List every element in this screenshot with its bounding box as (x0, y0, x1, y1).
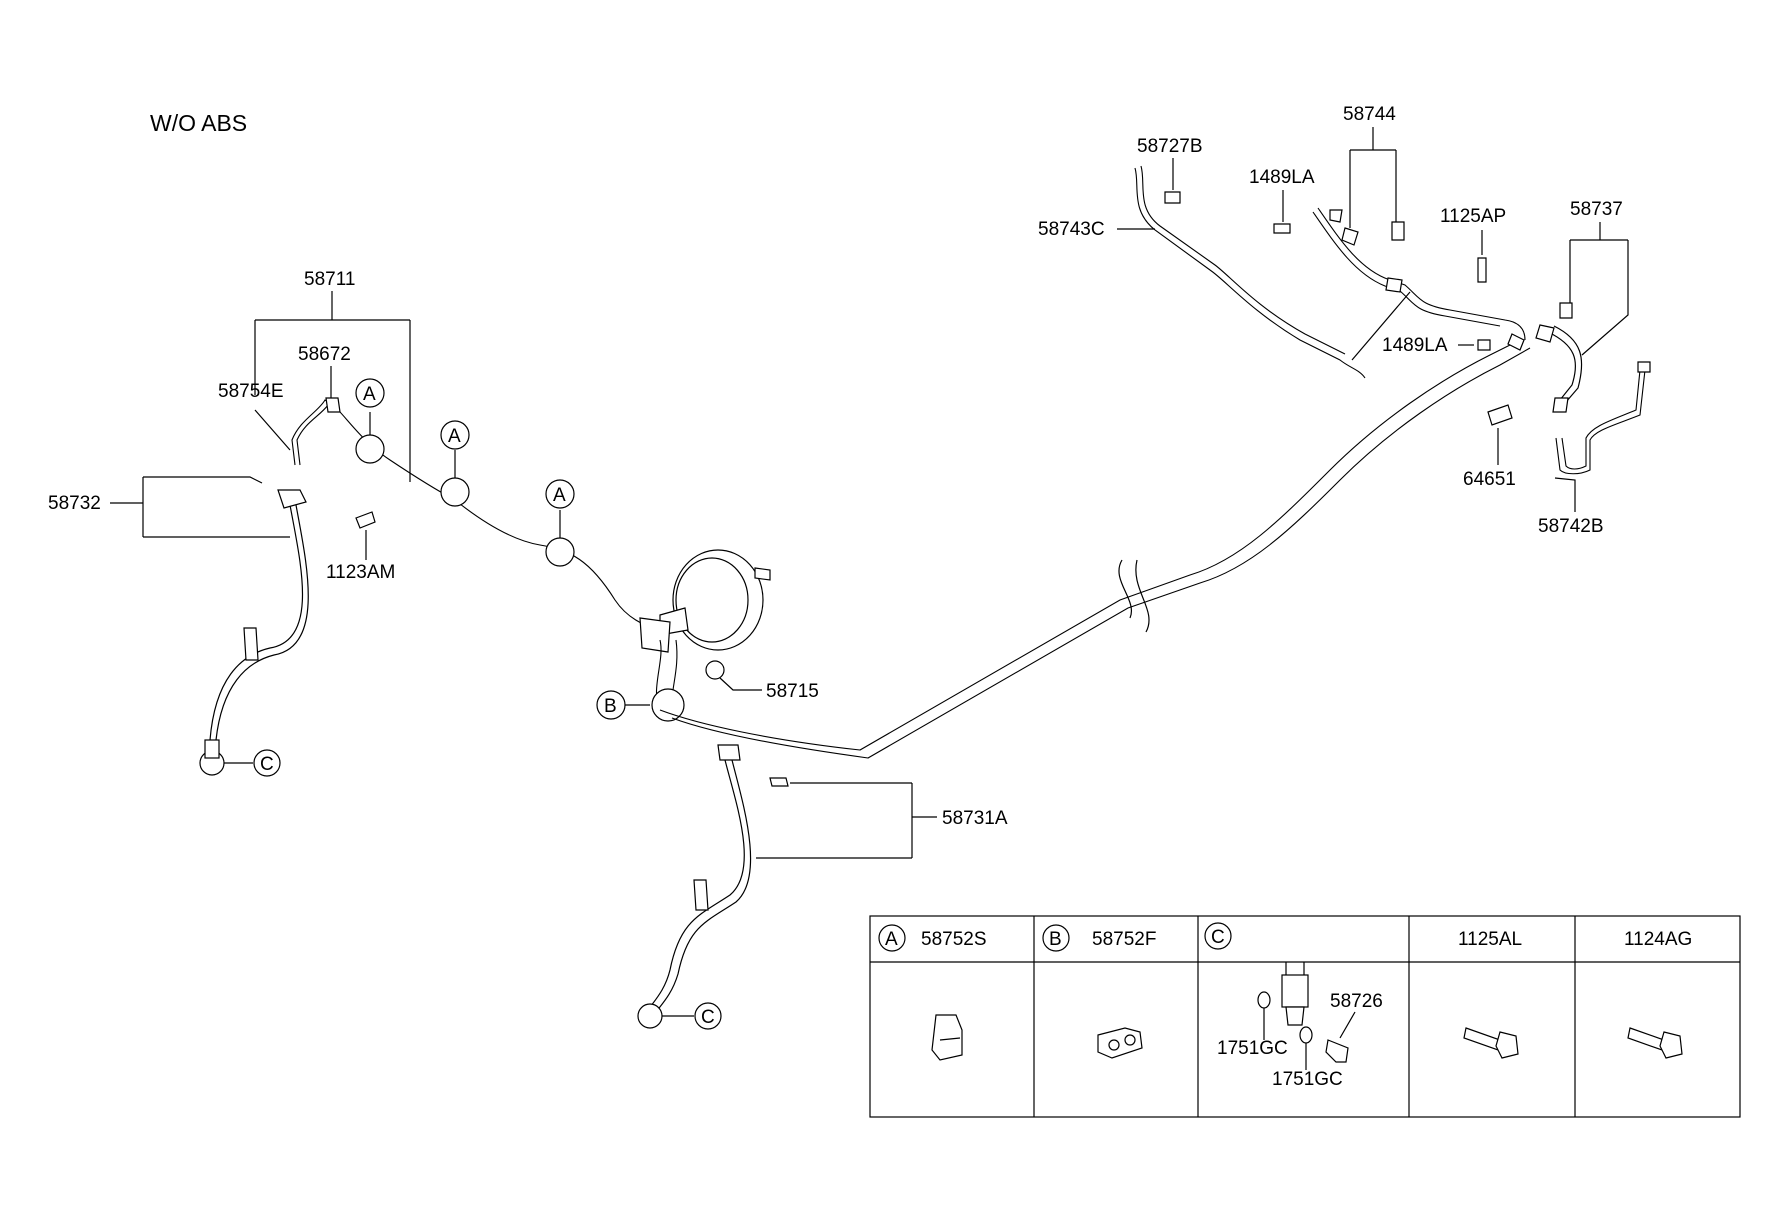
callout-58711: 58711 (254, 269, 411, 482)
label-58744: 58744 (1343, 104, 1396, 125)
label-58715: 58715 (766, 681, 819, 702)
callout-58754E: 58754E (218, 381, 291, 451)
label-58742B: 58742B (1538, 516, 1604, 537)
callout-58744: 58744 (1341, 104, 1405, 246)
bracket-64651-icon (1487, 404, 1513, 426)
hose-bracket-icon (717, 744, 741, 761)
main-rear-pipe (659, 333, 1531, 759)
bolt-1124AG-icon (1627, 1027, 1665, 1051)
clip-A-1-icon (355, 434, 385, 464)
callout-1489LA-mid: 1489LA (1382, 335, 1491, 356)
clip-58731A-icon (769, 777, 789, 787)
marker-C-label: C (260, 754, 274, 775)
clip-A-3-icon (545, 537, 575, 567)
hose-bracket-icon (277, 489, 307, 509)
hose-clip-icon (693, 879, 709, 911)
marker-C-right: C (662, 1002, 722, 1030)
callout-64651: 64651 (1463, 404, 1516, 490)
label-1125AP: 1125AP (1440, 206, 1506, 227)
label-58732: 58732 (48, 493, 101, 514)
bolt-58726-icon (1325, 1039, 1349, 1063)
callout-58731A: 58731A (756, 782, 1008, 859)
label-64651: 64651 (1463, 469, 1516, 490)
label-58731A: 58731A (942, 808, 1008, 829)
legend-code-1124AG: 1124AG (1624, 929, 1692, 950)
legend-col-58752F: B 58752F (1042, 924, 1156, 1059)
rear-hose-fitting-icon (1535, 324, 1555, 343)
label-1123AM: 1123AM (326, 562, 395, 583)
legend-marker-A: A (885, 929, 898, 950)
label-1489LA-top: 1489LA (1249, 167, 1315, 188)
clip-58727B-icon (1164, 191, 1181, 204)
washer-1751GC-icon (1257, 991, 1271, 1009)
legend-1751GC-left: 1751GC (1217, 1038, 1288, 1059)
legend-code-58752S: 58752S (921, 929, 987, 950)
bolt-1123AM-icon (355, 511, 376, 529)
clip-58752F-icon (1097, 1027, 1143, 1059)
brake-booster (639, 549, 771, 711)
label-58737: 58737 (1570, 199, 1623, 220)
clip-58752S-icon (931, 1014, 963, 1061)
marker-A-label: A (448, 426, 461, 447)
hose-end-icon (1281, 974, 1309, 1008)
marker-A-label: A (553, 485, 566, 506)
marker-C-left: C (224, 749, 281, 777)
legend-col-1125AL: 1125AL (1458, 929, 1522, 1059)
callout-58727B: 58727B (1137, 136, 1203, 204)
legend-marker-C: C (1211, 927, 1225, 948)
marker-B-label: B (604, 696, 617, 717)
clip-1489LA-icon (1273, 223, 1291, 234)
callout-1123AM: 1123AM (326, 511, 395, 583)
callout-58672: 58672 (298, 344, 351, 398)
legend-1751GC-right: 1751GC (1272, 1069, 1343, 1090)
front-brake-pipe (291, 397, 661, 631)
caliper-fitting-icon (637, 1003, 663, 1029)
callout-58743C: 58743C (1038, 165, 1366, 379)
callout-1125AP: 1125AP (1440, 206, 1506, 283)
callout-58715: 58715 (719, 677, 819, 702)
legend-marker-B: B (1049, 929, 1062, 950)
legend-col-1124AG: 1124AG (1624, 929, 1692, 1059)
label-58743C: 58743C (1038, 219, 1105, 240)
label-58727B: 58727B (1137, 136, 1203, 157)
legend-col-C: C 1751GC 1751GC 58726 (1204, 922, 1383, 1090)
legend-code-58752F: 58752F (1092, 929, 1156, 950)
diagram-title: W/O ABS (150, 110, 247, 136)
hose-clip-icon (243, 627, 259, 661)
label-58672: 58672 (298, 344, 351, 365)
callout-58742B: 58742B (1538, 361, 1651, 537)
callout-1489LA-top: 1489LA (1249, 167, 1315, 234)
fitting-58744-icon (1341, 227, 1359, 246)
legend-58726: 58726 (1330, 991, 1383, 1012)
pipe-fitting-58672-icon (325, 397, 341, 413)
clip-B-icon (651, 688, 685, 722)
rear-left-pipe (1312, 207, 1526, 361)
marker-A-label: A (363, 384, 376, 405)
bolt-1125AL-icon (1463, 1027, 1501, 1051)
label-58711: 58711 (304, 269, 355, 290)
label-58754E: 58754E (218, 381, 284, 402)
label-1489LA-mid: 1489LA (1382, 335, 1448, 356)
clip-A-2-icon (440, 477, 470, 507)
legend-code-1125AL: 1125AL (1458, 929, 1522, 950)
marker-A-1: A (355, 378, 385, 435)
marker-A-3: A (545, 479, 575, 538)
legend-table: A 58752S B 58752F C 1751GC 1751GC (869, 915, 1741, 1118)
legend-col-58752S: A 58752S (878, 924, 987, 1061)
front-left-hose (199, 489, 309, 776)
bolt-1125AP-icon (1477, 257, 1487, 283)
callout-58737: 58737 (1535, 199, 1629, 413)
marker-A-2: A (440, 420, 470, 478)
callout-58732: 58732 (48, 476, 290, 538)
front-right-hose (637, 744, 789, 1029)
washer-1751GC-icon (1299, 1026, 1313, 1044)
marker-C-label: C (701, 1007, 715, 1028)
clip-1489LA-icon (1477, 339, 1491, 351)
marker-B: B (596, 688, 685, 722)
